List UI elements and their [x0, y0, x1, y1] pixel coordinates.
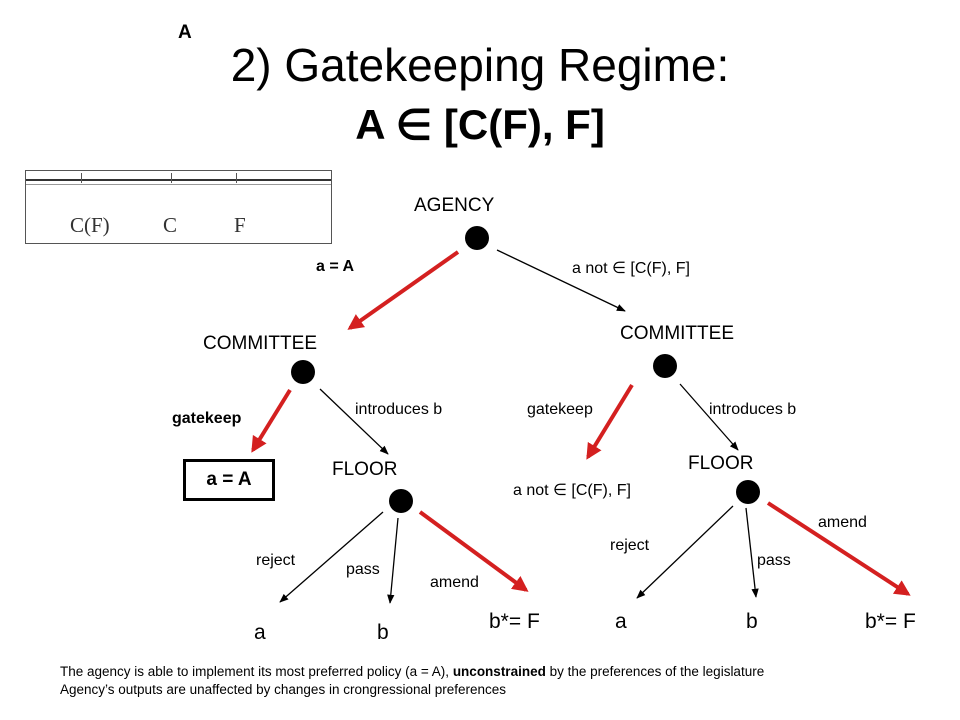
committee-right-node [653, 354, 677, 378]
outcome-right-b: b [746, 610, 758, 633]
footnote-emphasis: unconstrained [452, 664, 546, 679]
edge-label-gatekeep-left: gatekeep [172, 410, 242, 427]
outcome-left-bstar: b*= F [489, 610, 540, 633]
scale-label-f: F [234, 213, 246, 237]
scale-tick [81, 173, 82, 183]
edge-label-amend-right: amend [818, 514, 867, 531]
scale-tick [236, 173, 237, 183]
edge-label-agency-right: a not ∈ [C(F), F] [572, 260, 690, 277]
scale-tick [171, 173, 172, 183]
policy-scale-figure: C(F) C F [25, 170, 332, 244]
floor-left-node [389, 489, 413, 513]
edge-label-gatekeep-right: gatekeep [527, 401, 593, 418]
edge-floor-left-pass [387, 517, 399, 604]
edge-label-reject-right: reject [610, 537, 650, 554]
edge-floor-left-amend-highlight [418, 510, 529, 592]
outcome-right-a: a [615, 610, 627, 633]
edge-committee-right-introduces [679, 383, 739, 451]
edge-agency-left-highlight [347, 250, 460, 330]
edge-committee-left-introduces [319, 388, 389, 455]
footnote-text: by the preferences of the legislature [545, 664, 765, 679]
edge-label-introduces-right: introduces b [709, 401, 797, 418]
edge-label-pass-right: pass [757, 552, 791, 569]
committee-right-label: COMMITTEE [620, 323, 734, 344]
edge-label-agency-left: a = A [316, 258, 355, 275]
scale-label-cf: C(F) [70, 213, 110, 237]
floor-right-node [736, 480, 760, 504]
edge-label-pass-left: pass [346, 561, 380, 578]
edge-committee-left-gatekeep [251, 388, 292, 453]
edge-floor-right-reject [636, 505, 734, 599]
edge-floor-left-reject [279, 511, 384, 603]
slide-title: 2) Gatekeeping Regime: [230, 39, 730, 91]
edge-label-reject-left: reject [256, 552, 296, 569]
agency-label: AGENCY [414, 195, 495, 216]
edge-label-amend-left: amend [430, 574, 479, 591]
committee-left-label: COMMITTEE [203, 333, 317, 354]
agency-node [465, 226, 489, 250]
outcome-left-a: a [254, 621, 266, 644]
footnote-line-2: Agency’s outputs are unaffected by chang… [60, 682, 507, 697]
scale-line [26, 179, 331, 181]
footnote-line-1: The agency is able to implement its most… [60, 663, 764, 681]
outcome-right-bstar: b*= F [865, 610, 916, 633]
floor-right-label: FLOOR [688, 453, 754, 474]
outcome-left-b: b [377, 621, 389, 644]
scale-label-c: C [163, 213, 178, 237]
edge-label-introduces-left: introduces b [355, 401, 443, 418]
floor-left-label: FLOOR [332, 459, 398, 480]
edge-agency-right [496, 249, 626, 312]
edge-committee-right-gatekeep [586, 383, 634, 460]
scale-line-under [26, 184, 331, 185]
scale-label-a: A [178, 22, 192, 43]
outcome-gatekeep-left-box: a = A [183, 459, 275, 501]
outcome-gatekeep-right: a not ∈ [C(F), F] [513, 482, 631, 499]
committee-left-node [291, 360, 315, 384]
slide-subtitle: A ∈ [C(F), F] [355, 101, 605, 148]
footnote: The agency is able to implement its most… [60, 663, 764, 699]
footnote-text: The agency is able to implement its most… [60, 664, 453, 679]
edge-floor-right-amend-highlight [766, 501, 911, 596]
edge-floor-right-pass [745, 507, 759, 598]
